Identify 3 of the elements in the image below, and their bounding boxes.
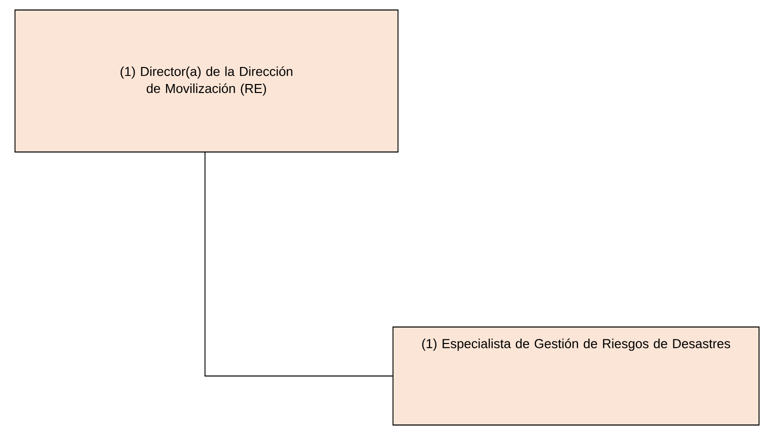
connector-line xyxy=(204,152,393,376)
org-box: (1) Director(a) de la Dirección de Movilización (RE) xyxy=(14,10,398,152)
org-box: (1) Especialista de Gestión de Riesgos de Desastres xyxy=(392,326,760,426)
